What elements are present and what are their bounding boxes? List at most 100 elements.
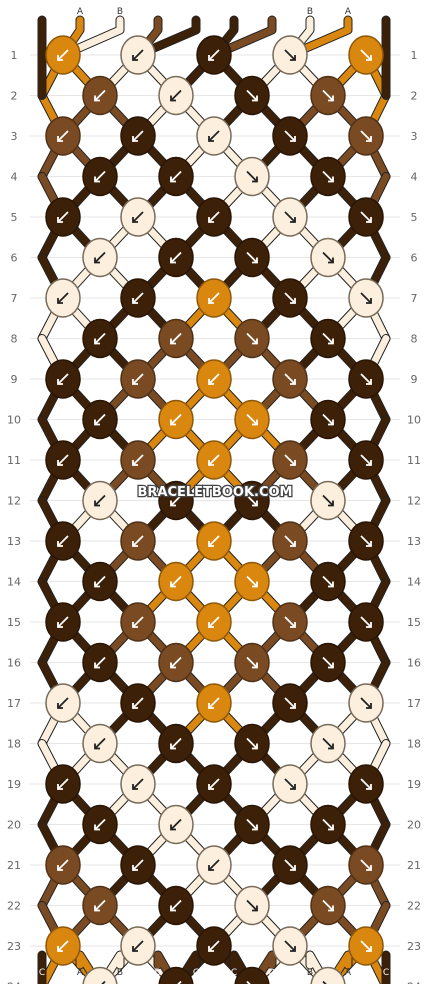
knot[interactable] — [82, 75, 118, 116]
knot[interactable] — [234, 156, 270, 197]
knot[interactable] — [120, 683, 156, 723]
knot[interactable] — [310, 885, 346, 926]
knot[interactable] — [310, 237, 346, 278]
knot[interactable] — [272, 602, 308, 642]
knot[interactable] — [82, 966, 118, 984]
knot[interactable] — [196, 845, 232, 885]
knot[interactable] — [82, 318, 118, 359]
knot[interactable] — [272, 926, 308, 966]
knot[interactable] — [272, 845, 308, 885]
knot[interactable] — [310, 966, 346, 984]
knot[interactable] — [272, 278, 308, 318]
knot[interactable] — [45, 197, 81, 237]
knot[interactable] — [120, 521, 156, 561]
knot[interactable] — [234, 75, 270, 116]
knot[interactable] — [158, 642, 194, 683]
knot[interactable] — [348, 35, 384, 75]
knot[interactable] — [272, 197, 308, 237]
knot[interactable] — [272, 521, 308, 561]
knot[interactable] — [82, 561, 118, 602]
knot[interactable] — [196, 35, 232, 75]
knot[interactable] — [45, 440, 81, 480]
knot[interactable] — [120, 278, 156, 318]
knot[interactable] — [158, 723, 194, 764]
knot[interactable] — [158, 966, 194, 984]
knot[interactable] — [272, 359, 308, 399]
knot[interactable] — [348, 197, 384, 237]
knot[interactable] — [158, 885, 194, 926]
knot[interactable] — [120, 926, 156, 966]
knot[interactable] — [272, 35, 308, 75]
knot[interactable] — [120, 359, 156, 399]
knot[interactable] — [234, 318, 270, 359]
knot[interactable] — [120, 602, 156, 642]
knot[interactable] — [120, 116, 156, 156]
knot[interactable] — [310, 561, 346, 602]
knot[interactable] — [310, 318, 346, 359]
knot[interactable] — [45, 116, 81, 156]
knot[interactable] — [272, 683, 308, 723]
knot[interactable] — [234, 723, 270, 764]
knot[interactable] — [310, 75, 346, 116]
knot[interactable] — [82, 804, 118, 845]
knot[interactable] — [196, 440, 232, 480]
knot[interactable] — [82, 480, 118, 521]
knot[interactable] — [234, 642, 270, 683]
knot[interactable] — [310, 480, 346, 521]
knot[interactable] — [120, 440, 156, 480]
knot[interactable] — [196, 116, 232, 156]
knot[interactable] — [158, 804, 194, 845]
knot[interactable] — [348, 602, 384, 642]
knot[interactable] — [348, 926, 384, 966]
knot[interactable] — [158, 399, 194, 440]
knot[interactable] — [158, 561, 194, 602]
knot[interactable] — [310, 804, 346, 845]
knot[interactable] — [234, 561, 270, 602]
knot[interactable] — [348, 764, 384, 804]
knot[interactable] — [310, 642, 346, 683]
knot[interactable] — [82, 399, 118, 440]
knot[interactable] — [196, 764, 232, 804]
knot[interactable] — [234, 804, 270, 845]
knot[interactable] — [272, 440, 308, 480]
knot[interactable] — [82, 723, 118, 764]
knot[interactable] — [310, 156, 346, 197]
knot[interactable] — [45, 278, 81, 318]
knot[interactable] — [82, 156, 118, 197]
knot[interactable] — [82, 642, 118, 683]
knot[interactable] — [45, 845, 81, 885]
knot[interactable] — [272, 116, 308, 156]
knot[interactable] — [120, 197, 156, 237]
knot[interactable] — [348, 521, 384, 561]
knot[interactable] — [234, 399, 270, 440]
knot[interactable] — [272, 764, 308, 804]
knot[interactable] — [158, 237, 194, 278]
knot[interactable] — [310, 399, 346, 440]
knot[interactable] — [196, 197, 232, 237]
knot[interactable] — [45, 926, 81, 966]
knot[interactable] — [234, 885, 270, 926]
knot[interactable] — [234, 966, 270, 984]
knot[interactable] — [45, 359, 81, 399]
knot[interactable] — [196, 683, 232, 723]
knot[interactable] — [120, 35, 156, 75]
knot[interactable] — [158, 480, 194, 521]
knot[interactable] — [158, 75, 194, 116]
knot[interactable] — [348, 116, 384, 156]
knot[interactable] — [348, 278, 384, 318]
knot[interactable] — [45, 521, 81, 561]
knot[interactable] — [348, 845, 384, 885]
knot[interactable] — [45, 764, 81, 804]
knot[interactable] — [348, 359, 384, 399]
knot[interactable] — [158, 156, 194, 197]
knot[interactable] — [158, 318, 194, 359]
knot[interactable] — [196, 278, 232, 318]
knot[interactable] — [348, 440, 384, 480]
knot[interactable] — [45, 602, 81, 642]
knot[interactable] — [234, 237, 270, 278]
knot[interactable] — [45, 35, 81, 75]
knot[interactable] — [120, 845, 156, 885]
knot[interactable] — [310, 723, 346, 764]
knot[interactable] — [196, 926, 232, 966]
knot[interactable] — [82, 237, 118, 278]
